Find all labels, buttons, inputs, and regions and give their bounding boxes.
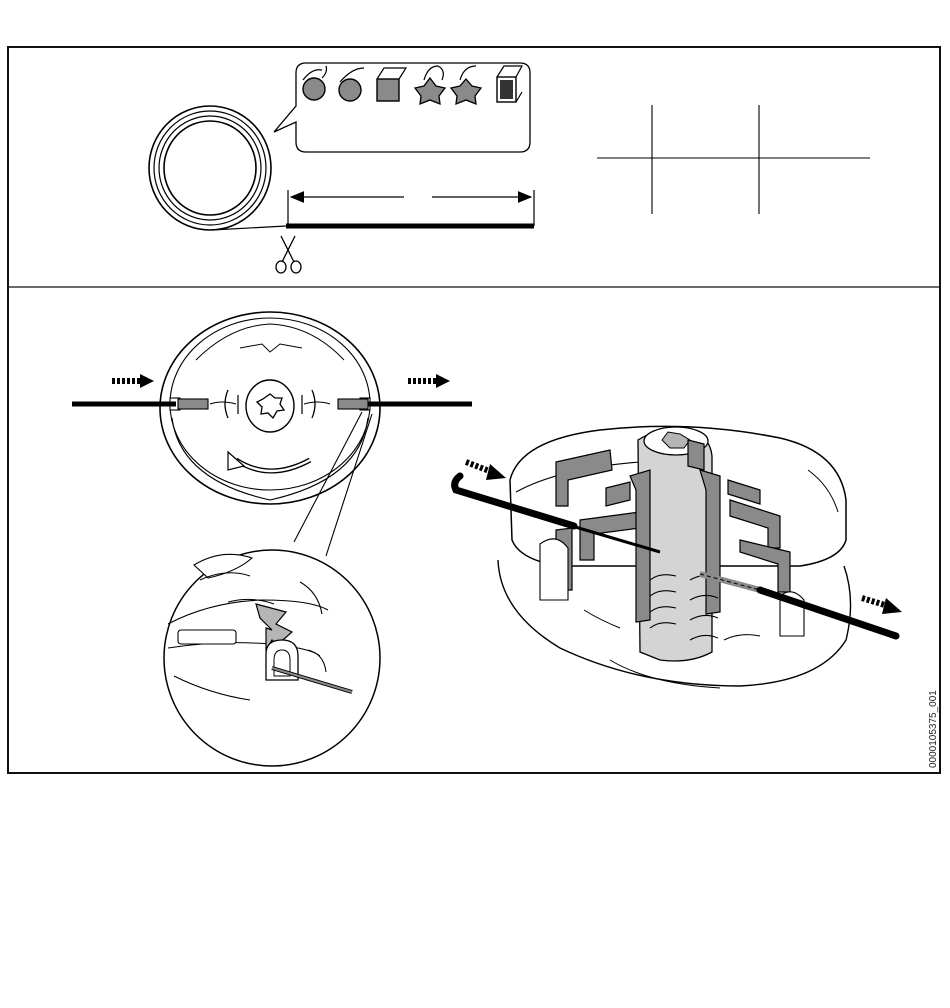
spool-cutaway-view xyxy=(498,426,851,688)
specification-table-grid xyxy=(597,105,870,214)
scissors-icon xyxy=(276,236,301,273)
feed-arrow-icon xyxy=(408,374,450,388)
line-coil xyxy=(149,106,286,230)
feed-arrow-icon xyxy=(112,374,154,388)
length-dimension xyxy=(286,190,534,226)
line-profile-callout xyxy=(274,63,530,152)
feed-arrow-icon xyxy=(466,462,506,480)
feed-arrow-icon xyxy=(862,598,902,614)
